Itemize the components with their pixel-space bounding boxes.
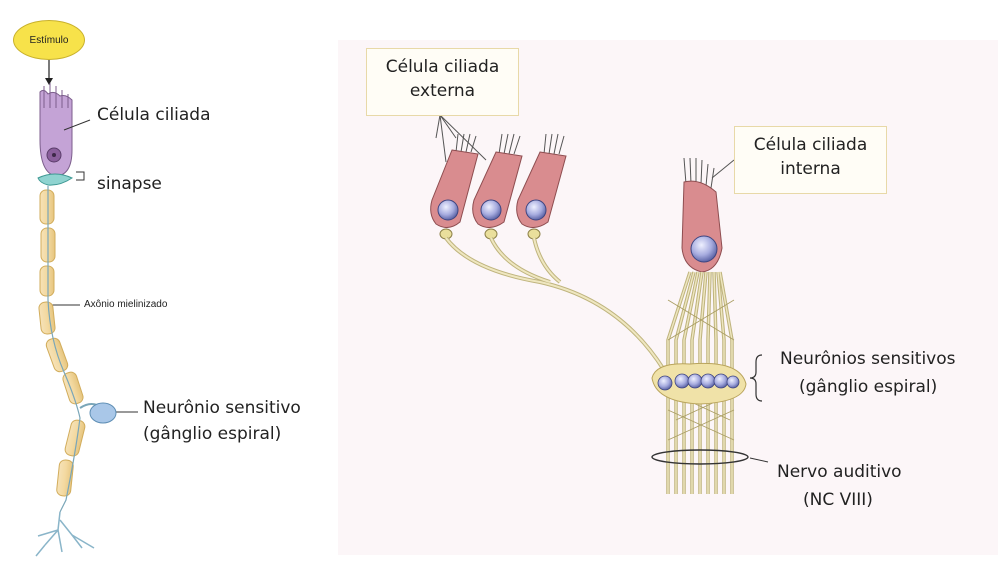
stimulus-arrowhead	[45, 78, 53, 85]
sensory-neuron-label-1: Neurônio sensitivo	[143, 397, 301, 420]
outer-fibers-inner	[446, 238, 664, 370]
left-hair-cell	[40, 83, 72, 176]
inner-hair-cell-label-2: interna	[745, 157, 876, 181]
outer-fibers	[446, 238, 664, 370]
inner-label-pointer	[712, 160, 734, 178]
myelin-segments	[38, 190, 86, 497]
sensory-neurons-label-1: Neurônios sensitivos	[780, 348, 956, 371]
hair-cell-label: Célula ciliada	[97, 104, 211, 127]
axon-terminal	[36, 512, 94, 556]
stimulus-label: Estímulo	[30, 35, 69, 46]
outer-terminals	[440, 229, 540, 239]
myelinated-axon-label: Axônio mielinizado	[84, 299, 167, 310]
sensory-neuron-body	[90, 403, 116, 423]
inner-hair-cell-box: Célula ciliada interna	[734, 126, 887, 194]
outer-nuclei	[438, 200, 546, 220]
right-cochlear-diagram	[431, 115, 768, 494]
outer-hair-cell-box: Célula ciliada externa	[366, 48, 519, 116]
neurons-brace	[750, 355, 762, 401]
sensory-neurons-label-2: (gânglio espiral)	[799, 376, 937, 399]
synapse-bracket	[76, 172, 84, 180]
sensory-neuron-label-2: (gânglio espiral)	[143, 423, 281, 446]
inner-hair-cell-label-1: Célula ciliada	[745, 133, 876, 157]
inner-nucleus	[691, 236, 717, 262]
nerve-leader	[750, 458, 768, 462]
stimulus-bubble: Estímulo	[13, 20, 85, 60]
outer-stereocilia	[456, 134, 564, 154]
synapse-label: sinapse	[97, 173, 162, 196]
auditory-nerve-label-2: (NC VIII)	[803, 489, 873, 512]
synapse-shape	[38, 174, 72, 185]
auditory-nerve-label-1: Nervo auditivo	[777, 461, 902, 484]
outer-hair-cell-label-2: externa	[377, 79, 508, 103]
outer-hair-cell-label-1: Célula ciliada	[377, 55, 508, 79]
